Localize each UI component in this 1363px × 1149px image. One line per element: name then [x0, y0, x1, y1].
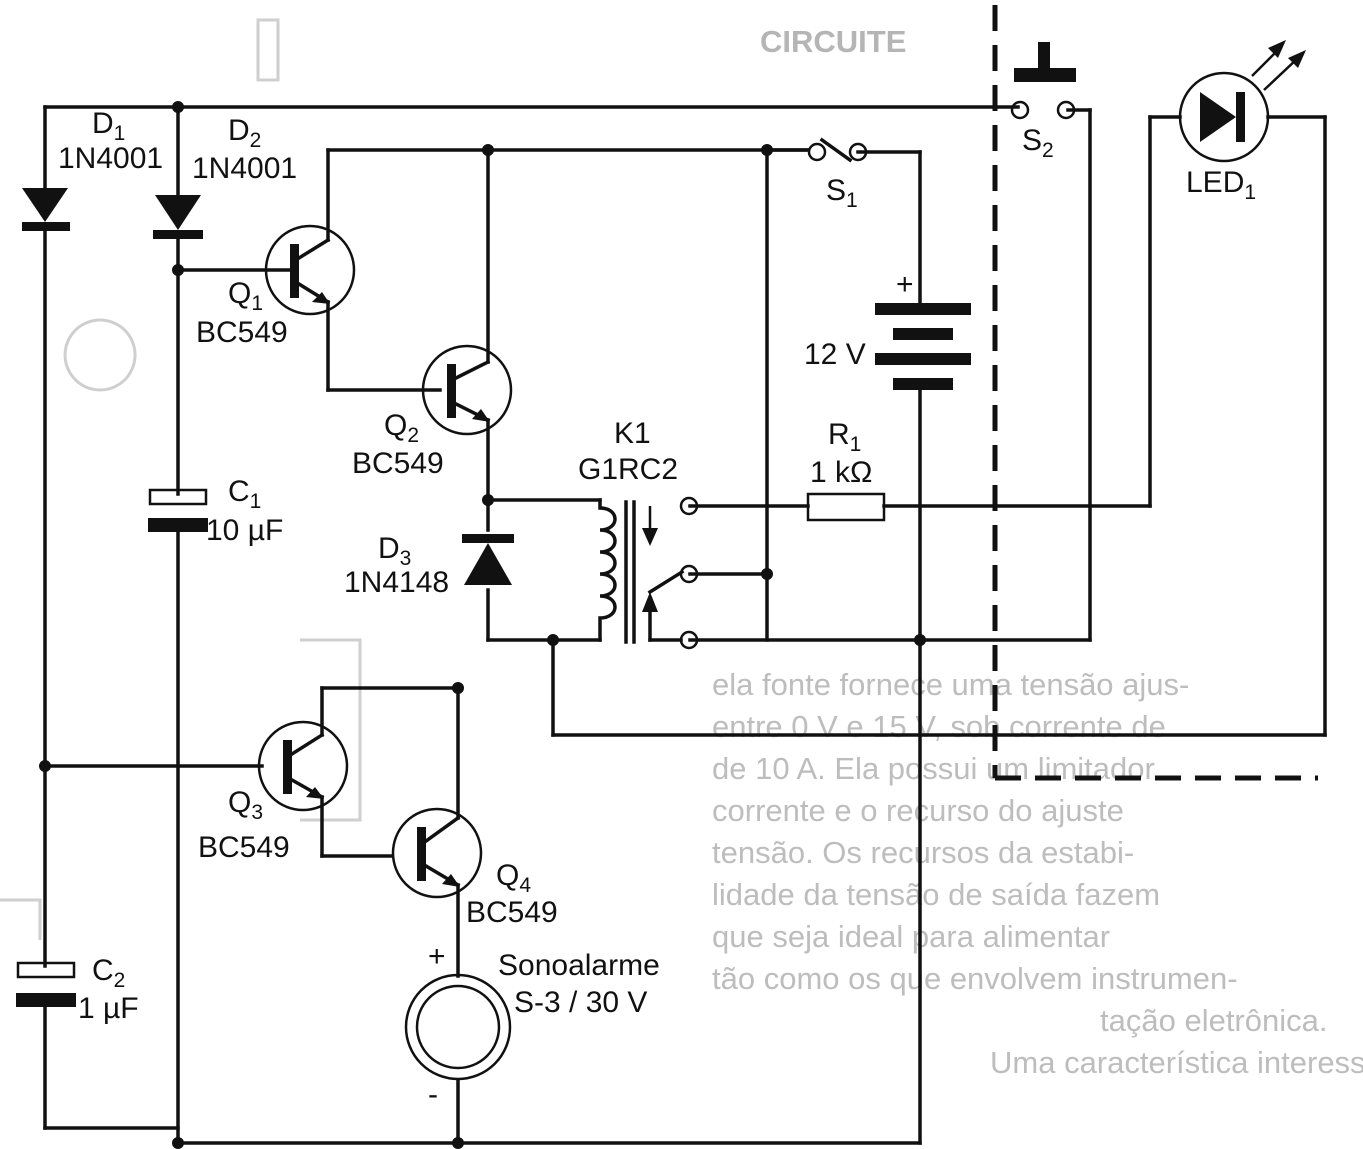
c1-value: 10 µF — [206, 514, 283, 547]
q3-ref: Q3 — [228, 786, 263, 824]
junctions — [39, 101, 926, 1149]
wires — [43, 105, 1327, 1145]
background-line: ela fonte fornece uma tensão ajus- — [712, 667, 1189, 702]
background-bleedthrough: CIRCUITE ela fonte fornece uma tensão aj… — [0, 18, 1363, 1080]
background-line: corrente e o recurso do ajuste — [712, 793, 1124, 828]
k1-ref: K1 — [614, 417, 651, 450]
switch-s1: S1 — [765, 137, 868, 212]
led-led1: LED1 — [1178, 40, 1306, 204]
enclosure-boundary — [992, 5, 1318, 781]
background-line: lidade da tensão de saída fazem — [712, 877, 1160, 912]
r1-ref: R1 — [828, 418, 861, 456]
background-line: que seja ideal para alimentar — [712, 919, 1110, 954]
transistor-q1: Q1 BC549 — [196, 224, 356, 349]
transistor-q4: Q4 BC549 — [391, 807, 558, 929]
diode-d1: D1 1N4001 — [22, 107, 163, 231]
d1-part: 1N4001 — [58, 142, 163, 175]
q3-part: BC549 — [198, 831, 290, 864]
transistor-q3: Q3 BC549 — [198, 720, 349, 864]
background-line: de 10 A. Ela possui um limitador — [712, 751, 1155, 786]
background-line: entre 0 V e 15 V, sob corrente de — [712, 709, 1166, 744]
c1-ref: C1 — [228, 475, 261, 513]
q1-ref: Q1 — [228, 277, 263, 315]
capacitor-c2: C2 1 µF — [16, 954, 139, 1025]
k1-part: G1RC2 — [578, 453, 678, 486]
background-line: Uma característica interessante do — [990, 1045, 1363, 1080]
led1-ref: LED1 — [1186, 166, 1256, 204]
q1-part: BC549 — [196, 316, 288, 349]
battery-plus: + — [896, 268, 914, 301]
background-line: tensão. Os recursos da estabi- — [712, 835, 1134, 870]
d3-ref: D3 — [378, 532, 411, 570]
buzzer-name: Sonoalarme — [498, 949, 660, 982]
r1-value: 1 kΩ — [810, 456, 872, 489]
s2-ref: S2 — [1022, 124, 1054, 162]
resistor-r1: R1 1 kΩ — [806, 418, 886, 522]
s1-ref: S1 — [826, 174, 858, 212]
c2-ref: C2 — [92, 954, 125, 992]
background-line: tação eletrônica. — [1100, 1003, 1327, 1038]
q2-ref: Q2 — [384, 409, 419, 447]
relay-k1: K1 G1RC2 — [578, 417, 699, 650]
q4-part: BC549 — [466, 896, 558, 929]
buzzer-minus: - — [428, 1078, 438, 1111]
q4-ref: Q4 — [496, 859, 531, 897]
buzzer-plus: + — [428, 940, 446, 973]
d2-part: 1N4001 — [192, 152, 297, 185]
background-heading: CIRCUITE — [760, 24, 906, 59]
background-line: tão como os que envolvem instrumen- — [712, 961, 1238, 996]
buzzer-part: S-3 / 30 V — [514, 986, 647, 1019]
battery-value: 12 V — [804, 338, 866, 371]
background-text-lines: ela fonte fornece uma tensão ajus- entre… — [712, 667, 1363, 1080]
diode-d3: D3 1N4148 — [344, 532, 514, 599]
switch-s2: S2 — [1010, 42, 1076, 162]
d1-ref: D1 — [92, 107, 125, 145]
battery-12v: + 12 V — [804, 268, 971, 390]
capacitor-c1: C1 10 µF — [148, 475, 283, 547]
buzzer-sonoalarme: + - Sonoalarme S-3 / 30 V — [404, 940, 660, 1111]
d3-part: 1N4148 — [344, 566, 449, 599]
c2-value: 1 µF — [78, 992, 139, 1025]
transistor-q2: Q2 BC549 — [352, 344, 513, 480]
d2-ref: D2 — [228, 114, 261, 152]
diode-d2: D2 1N4001 — [153, 114, 297, 239]
q2-part: BC549 — [352, 447, 444, 480]
